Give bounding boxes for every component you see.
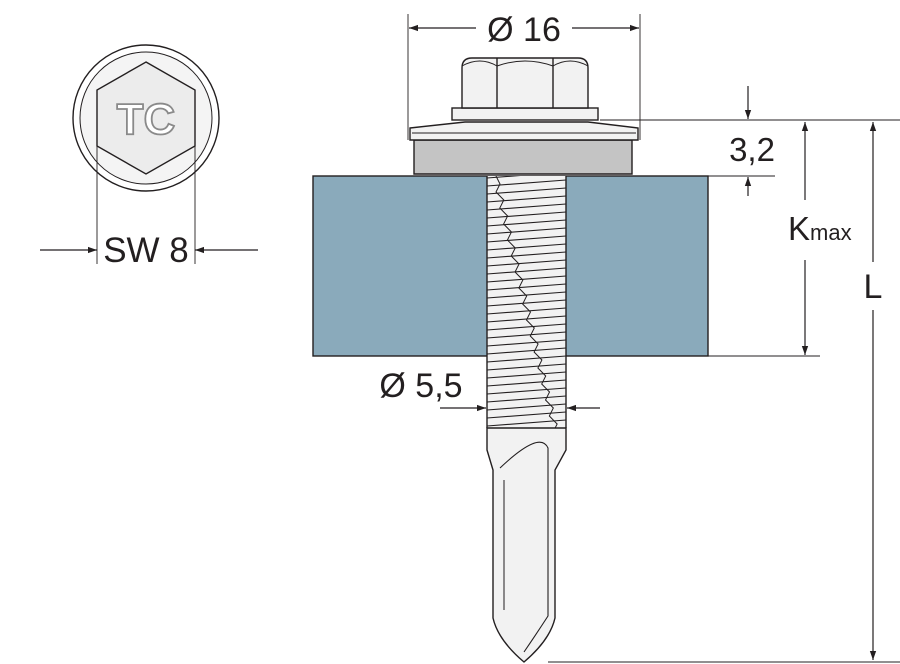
head-marking-text: TC: [117, 95, 176, 144]
hex-flange: [451, 107, 599, 121]
screw-side-view: [409, 57, 639, 663]
metal-washer: [409, 121, 639, 141]
screw-length-dimension: L: [548, 119, 900, 663]
thread-section: [487, 176, 566, 428]
wrench-size-label: SW 8: [103, 231, 189, 270]
washer-thickness-label: 3,2: [729, 131, 775, 168]
thread-diameter-dimension: Ø 5,5: [379, 367, 600, 412]
sealing-washer: [413, 139, 633, 175]
hex-outline: [96, 61, 196, 175]
clamp-thickness-label: Kmax: [788, 210, 852, 247]
screw-length-label: L: [864, 268, 883, 306]
head-top-view: TC: [72, 44, 220, 192]
drill-point: [486, 427, 567, 663]
washer-diameter-label: Ø 16: [487, 11, 561, 49]
hex-head: [461, 57, 589, 109]
clamp-thickness-dimension: Kmax: [708, 122, 852, 357]
thread-diameter-label: Ø 5,5: [379, 367, 462, 405]
wrench-size-dimension: SW 8: [40, 146, 258, 270]
washer-diameter-dimension: Ø 16: [407, 11, 641, 140]
